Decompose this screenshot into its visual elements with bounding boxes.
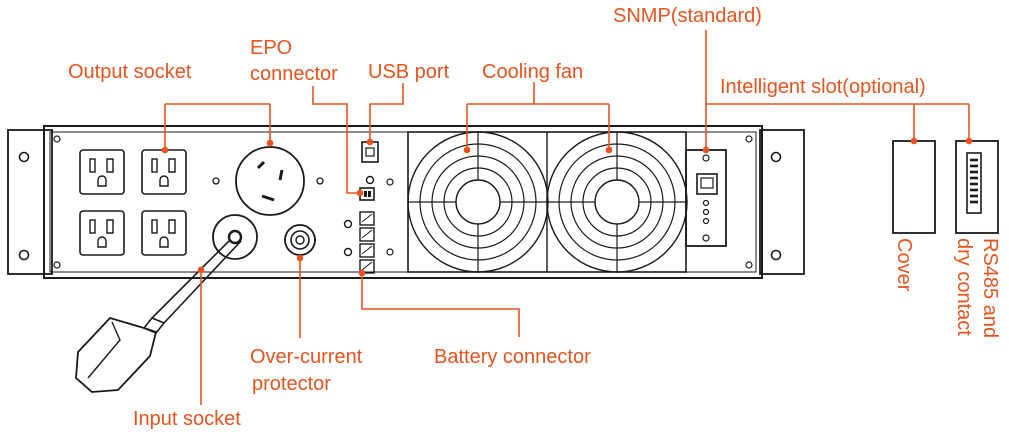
label-over-current-line1: Over-current — [250, 346, 363, 368]
label-usb-port: USB port — [368, 61, 450, 83]
label-over-current-line2: protector — [252, 373, 331, 395]
cooling-fan-left — [407, 131, 549, 273]
label-output-socket: Output socket — [68, 61, 192, 83]
label-rs485-line2: dry contact — [953, 238, 975, 336]
left-rack-ear — [7, 129, 53, 275]
over-current-protector — [284, 224, 316, 256]
input-socket — [75, 214, 258, 393]
right-rack-ear — [759, 129, 805, 275]
snmp-card — [685, 149, 727, 247]
label-intelligent-slot: Intelligent slot(optional) — [720, 76, 926, 98]
label-input-socket: Input socket — [133, 408, 241, 430]
label-rs485-line1: RS485 and — [979, 238, 1001, 338]
label-snmp: SNMP(standard) — [613, 5, 762, 27]
cover-plate — [892, 140, 936, 234]
leader-dots — [161, 137, 973, 277]
chassis — [43, 125, 763, 279]
twist-lock-socket — [212, 146, 324, 216]
label-cooling-fan: Cooling fan — [482, 61, 583, 83]
label-epo-line1: EPO — [250, 37, 292, 59]
leader-lines — [164, 30, 970, 405]
cooling-fan-right — [546, 131, 688, 273]
rs485-dry-contact-card — [955, 140, 999, 234]
label-cover: Cover — [893, 238, 915, 292]
output-sockets — [79, 149, 187, 256]
label-epo-line2: connector — [250, 63, 338, 85]
connector-column — [343, 141, 394, 274]
label-battery-connector: Battery connector — [434, 346, 591, 368]
